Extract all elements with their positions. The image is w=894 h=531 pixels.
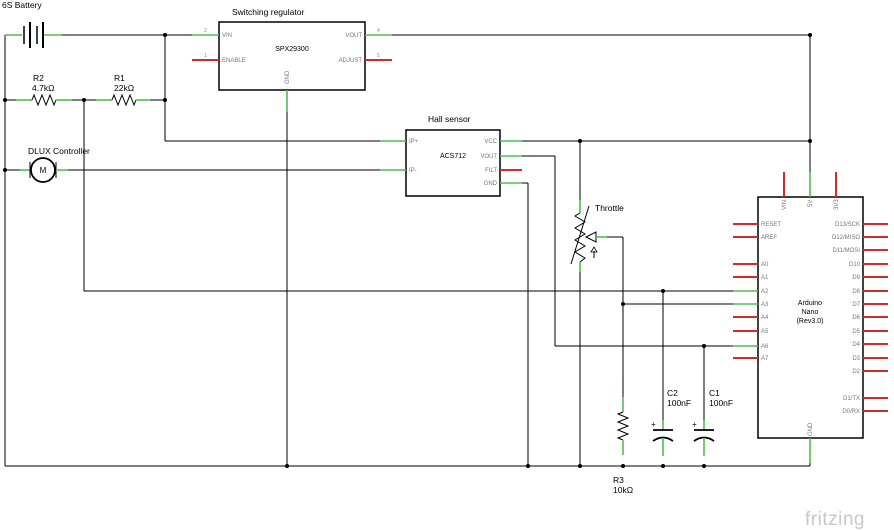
- hall-pin-vcc: VCC: [484, 139, 497, 145]
- arduino-pin-d3: D3: [852, 356, 860, 362]
- arduino-title-line2: Nano: [802, 309, 819, 316]
- battery-label: 6S Battery: [2, 0, 42, 10]
- switching-regulator[interactable]: Switching regulator 2 1 4 5 VIN ENABLE V…: [192, 7, 392, 112]
- regulator-pin-vin: VIN: [222, 33, 232, 39]
- svg-text:4: 4: [377, 28, 380, 34]
- hall-pin-ip-minus: IP-: [409, 168, 417, 174]
- c1-name: C1: [709, 388, 720, 398]
- arduino-pin-a1: A1: [761, 275, 769, 281]
- battery[interactable]: 6S Battery: [2, 0, 62, 48]
- arduino-pin-d12: D12/MISO: [832, 235, 860, 241]
- hall-pin-ip-plus: IP+: [409, 139, 419, 145]
- svg-text:+: +: [692, 420, 697, 429]
- regulator-title: Switching regulator: [232, 7, 304, 17]
- regulator-pin-gnd: GND: [285, 70, 291, 84]
- hall-part: ACS712: [440, 153, 466, 160]
- svg-text:5: 5: [377, 53, 380, 59]
- arduino-pin-reset: RESET: [761, 222, 781, 228]
- r3-name: R3: [613, 475, 624, 485]
- arduino-pin-d6: D6: [852, 315, 860, 321]
- arduino-pin-d5: D5: [852, 329, 860, 335]
- r3-value: 10kΩ: [613, 485, 633, 495]
- hall-title: Hall sensor: [428, 114, 471, 124]
- motor-symbol: M: [40, 166, 47, 175]
- arduino-pin-d2: D2: [852, 369, 860, 375]
- r2-value: 4.7kΩ: [32, 83, 54, 93]
- svg-text:+: +: [651, 420, 656, 429]
- fritzing-logo: fritzing: [805, 509, 865, 530]
- hall-pin-vout: VOUT: [480, 154, 497, 160]
- arduino-pin-a3: A3: [761, 302, 769, 308]
- arduino-pin-d10: D10: [849, 262, 861, 268]
- arduino-nano[interactable]: Arduino Nano (Rev3.0) VIN 5V 3V3 GND RES…: [733, 172, 888, 463]
- svg-text:2: 2: [204, 28, 207, 34]
- arduino-pin-d0: D0/RX: [842, 409, 860, 415]
- arduino-pin-a2: A2: [761, 289, 769, 295]
- regulator-pin-vout: VOUT: [345, 33, 362, 39]
- throttle-potentiometer[interactable]: Throttle: [570, 200, 624, 272]
- r1-name: R1: [114, 73, 125, 83]
- arduino-pin-gnd: GND: [808, 422, 814, 436]
- resistor-r1[interactable]: R1 22kΩ: [96, 73, 150, 107]
- r2-name: R2: [33, 73, 44, 83]
- dlux-controller[interactable]: DLUX Controller M: [20, 146, 90, 183]
- motor-label: DLUX Controller: [28, 146, 90, 156]
- resistor-r2[interactable]: R2 4.7kΩ: [16, 73, 72, 107]
- c1-value: 100nF: [709, 398, 733, 408]
- capacitor-c1[interactable]: + C1 100nF: [692, 388, 733, 456]
- arduino-title-line3: (Rev3.0): [797, 318, 824, 325]
- hall-pin-gnd: GND: [484, 181, 498, 187]
- c2-name: C2: [667, 388, 678, 398]
- arduino-pin-d11: D11/MOSI: [832, 248, 860, 254]
- arduino-title-line1: Arduino: [798, 300, 822, 307]
- wires: [4, 34, 811, 467]
- arduino-pin-a7: A7: [761, 356, 769, 362]
- c2-value: 100nF: [667, 398, 691, 408]
- arduino-pin-vin: VIN: [782, 200, 788, 210]
- hall-sensor[interactable]: Hall sensor IP+ IP- VCC VOUT FILT GND AC…: [380, 114, 522, 197]
- arduino-pin-a0: A0: [761, 262, 769, 268]
- arduino-pin-aref: AREF: [761, 235, 777, 241]
- junction-dots: [3, 33, 812, 468]
- arduino-pin-3v3: 3V3: [834, 199, 840, 210]
- wiper-arrow-icon: [584, 231, 597, 243]
- arduino-pin-a4: A4: [761, 315, 769, 321]
- regulator-pin-adjust: ADJUST: [339, 58, 363, 64]
- arduino-pin-a5: A5: [761, 329, 769, 335]
- arduino-pin-a6: A6: [761, 344, 769, 350]
- hall-pin-filt: FILT: [485, 168, 497, 174]
- regulator-pin-enable: ENABLE: [222, 58, 246, 64]
- svg-text:1: 1: [204, 53, 207, 59]
- regulator-part: SPX29300: [275, 46, 309, 53]
- arduino-pin-d4: D4: [852, 342, 860, 348]
- resistor-r3[interactable]: R3 10kΩ: [613, 397, 633, 495]
- arduino-pin-d8: D8: [852, 289, 860, 295]
- arduino-pin-d13: D13/SCK: [835, 222, 860, 228]
- arduino-pin-d9: D9: [852, 275, 860, 281]
- arduino-pin-d1: D1/TX: [843, 396, 860, 402]
- r1-value: 22kΩ: [114, 83, 134, 93]
- arduino-pin-5v: 5V: [808, 200, 814, 207]
- capacitor-c2[interactable]: + C2 100nF: [651, 388, 691, 456]
- throttle-label: Throttle: [595, 203, 624, 213]
- motor-icon: [30, 157, 56, 183]
- arduino-pin-d7: D7: [852, 302, 860, 308]
